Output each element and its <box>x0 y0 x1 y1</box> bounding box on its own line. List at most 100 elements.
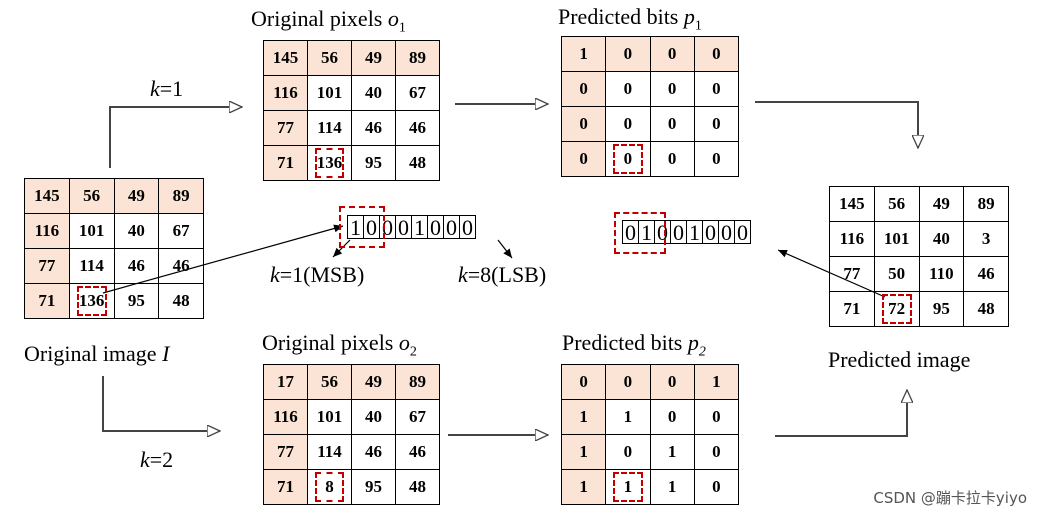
grid-cell: 8 <box>307 469 352 505</box>
grid-cell: 77 <box>263 110 308 146</box>
grid-cell: 136 <box>68 283 115 319</box>
grid-cell: 89 <box>158 178 204 214</box>
grid-cell: 72 <box>873 291 920 327</box>
grid-cell: 49 <box>113 178 160 214</box>
grid-cell: 0 <box>560 364 607 400</box>
bit-cell: 0 <box>444 215 460 240</box>
grid-cell: 67 <box>395 399 440 435</box>
label-original-pixels-2: Original pixels o2 <box>262 330 417 360</box>
grid-cell: 67 <box>395 75 440 111</box>
label-k1: k=1 <box>150 76 184 101</box>
grid-cell: 110 <box>918 256 965 292</box>
bit-cell: 0 <box>622 220 639 245</box>
grid-cell: 40 <box>351 75 396 111</box>
arrow-pred2-to-predicted <box>775 390 907 437</box>
bit-cell: 1 <box>412 215 428 240</box>
grid-cell: 95 <box>918 291 965 327</box>
label-original-pixels-1: Original pixels o1 <box>251 6 406 36</box>
grid-cell: 1 <box>560 469 607 505</box>
bit-cell: 0 <box>703 220 719 245</box>
grid-cell: 40 <box>351 399 396 435</box>
grid-cell: 1 <box>605 399 651 435</box>
grid-cell: 67 <box>158 213 204 249</box>
grid-cell: 0 <box>605 106 651 142</box>
grid-cell: 46 <box>158 248 204 284</box>
grid-cell: 49 <box>918 186 965 222</box>
bit-cell: 1 <box>347 215 364 240</box>
grid-cell: 0 <box>605 141 651 177</box>
grid-cell: 0 <box>693 106 740 142</box>
grid-cell: 0 <box>605 71 651 107</box>
grid-cell: 71 <box>263 145 308 181</box>
grid-cell: 77 <box>829 256 875 292</box>
grid-cell: 71 <box>24 283 70 319</box>
grid-cell: 46 <box>351 110 396 146</box>
grid-cell: 77 <box>263 434 308 470</box>
bit-cell: 0 <box>655 220 671 245</box>
grid-cell: 116 <box>263 75 308 111</box>
msb-highlight-box <box>339 206 385 248</box>
grid-cell: 89 <box>963 186 1009 222</box>
grid-cell: 0 <box>605 364 651 400</box>
grid-cell: 49 <box>351 364 396 400</box>
grid-cell: 48 <box>395 469 440 505</box>
label-predicted-bits-1: Predicted bits p1 <box>558 4 702 34</box>
pointer-lsb <box>497 239 513 259</box>
grid-cell: 50 <box>873 256 920 292</box>
grid-cell: 56 <box>68 178 115 214</box>
bit-cell: 0 <box>735 220 751 245</box>
label-msb: k=1(MSB) <box>270 262 365 287</box>
grid-cell: 0 <box>605 36 651 72</box>
selected-cell-highlight <box>613 144 643 174</box>
grid-cell: 1 <box>605 469 651 505</box>
grid-cell: 95 <box>351 469 396 505</box>
grid-cell: 1 <box>649 469 695 505</box>
grid-cell: 56 <box>307 364 352 400</box>
bit-cell: 1 <box>687 220 703 245</box>
grid-cell: 48 <box>395 145 440 181</box>
bit-cell: 1 <box>639 220 655 245</box>
grid-cell: 95 <box>351 145 396 181</box>
grid-cell: 0 <box>649 364 695 400</box>
grid-cell: 0 <box>693 399 740 435</box>
grid-cell: 46 <box>113 248 160 284</box>
grid-cell: 48 <box>158 283 204 319</box>
bit-cell: 0 <box>364 215 380 240</box>
grid-cell: 145 <box>24 178 70 214</box>
bit-cell: 0 <box>719 220 735 245</box>
grid-cell: 116 <box>829 221 875 257</box>
selected-cell-highlight <box>76 286 107 316</box>
label-predicted-bits-2: Predicted bits p2 <box>562 330 706 360</box>
grid-cell: 46 <box>351 434 396 470</box>
grid-cell: 0 <box>605 434 651 470</box>
grid-cell: 116 <box>263 399 308 435</box>
grid-cell: 1 <box>693 364 740 400</box>
grid-cell: 46 <box>963 256 1009 292</box>
grid-cell: 0 <box>693 36 740 72</box>
grid-cell: 17 <box>263 364 308 400</box>
grid-cell: 101 <box>68 213 115 249</box>
bit-cell: 0 <box>396 215 412 240</box>
grid-cell: 0 <box>649 36 695 72</box>
grid-cell: 1 <box>649 434 695 470</box>
grid-cell: 0 <box>649 141 695 177</box>
selected-cell-highlight <box>613 472 643 502</box>
